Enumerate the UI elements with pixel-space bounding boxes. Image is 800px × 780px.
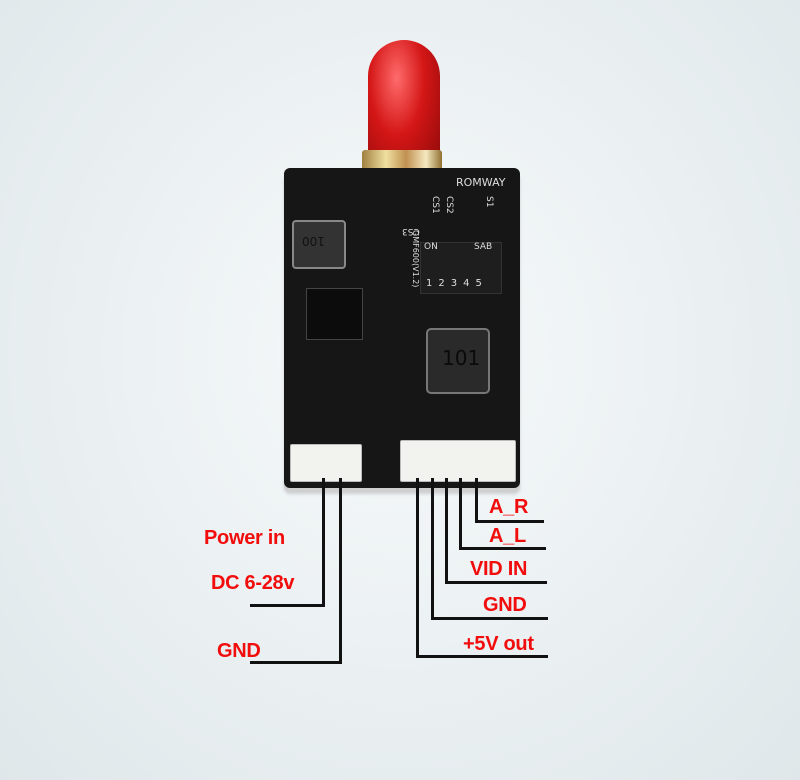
dip-2: 2 [438,278,451,289]
dip-sab-label: SAB [474,242,493,252]
cs2-label: CS2 [444,196,454,214]
line-vid [445,478,448,584]
line-power-gnd [339,478,342,664]
cs1-label: CS1 [430,196,440,214]
model-label: GMF600(V1.2) [411,230,420,288]
dc-range-label: DC 6-28v [211,572,295,594]
inductor-small-label: 100 [302,234,325,248]
dip-on-label: ON [424,242,438,252]
5v-out-label: +5V out [463,633,534,655]
power-connector [290,444,362,482]
line-5v [416,478,419,658]
a-l-label: A_L [489,525,526,547]
line-ar-h [475,520,544,523]
line-power-h [250,604,325,607]
inductor-small [292,220,346,269]
line-al-h [459,547,546,550]
dip-switch[interactable] [420,242,502,294]
line-gnd-h [431,617,548,620]
line-al [459,478,462,550]
dip-4: 4 [463,278,476,289]
dip-1: 1 [426,278,439,289]
chip [306,288,363,340]
brand-label: ROMWAY [456,176,506,189]
switch-labels: CS1 [430,196,440,214]
line-ar [475,478,478,523]
s1-label: S1 [484,196,494,208]
inductor-large-label: 101 [442,346,481,370]
power-gnd-label: GND [217,640,261,662]
inductor-large [426,328,490,394]
antenna-cap [368,40,440,168]
line-5v-h [416,655,548,658]
signal-gnd-label: GND [483,594,527,616]
line-power-gnd-h [250,661,342,664]
power-in-label: Power in [204,527,285,549]
dip-numbers: 12345 [426,278,488,289]
signal-connector [400,440,516,482]
vid-in-label: VID IN [470,558,528,580]
dip-3: 3 [450,278,464,289]
line-power [322,478,325,607]
a-r-label: A_R [489,496,529,518]
pcb-board: 100 101 ROMWAY CS1 CS2 CS3 S1 ON SAB 123… [284,168,520,488]
line-gnd [431,478,434,620]
line-vid-h [445,581,547,584]
dip-5: 5 [475,278,488,289]
